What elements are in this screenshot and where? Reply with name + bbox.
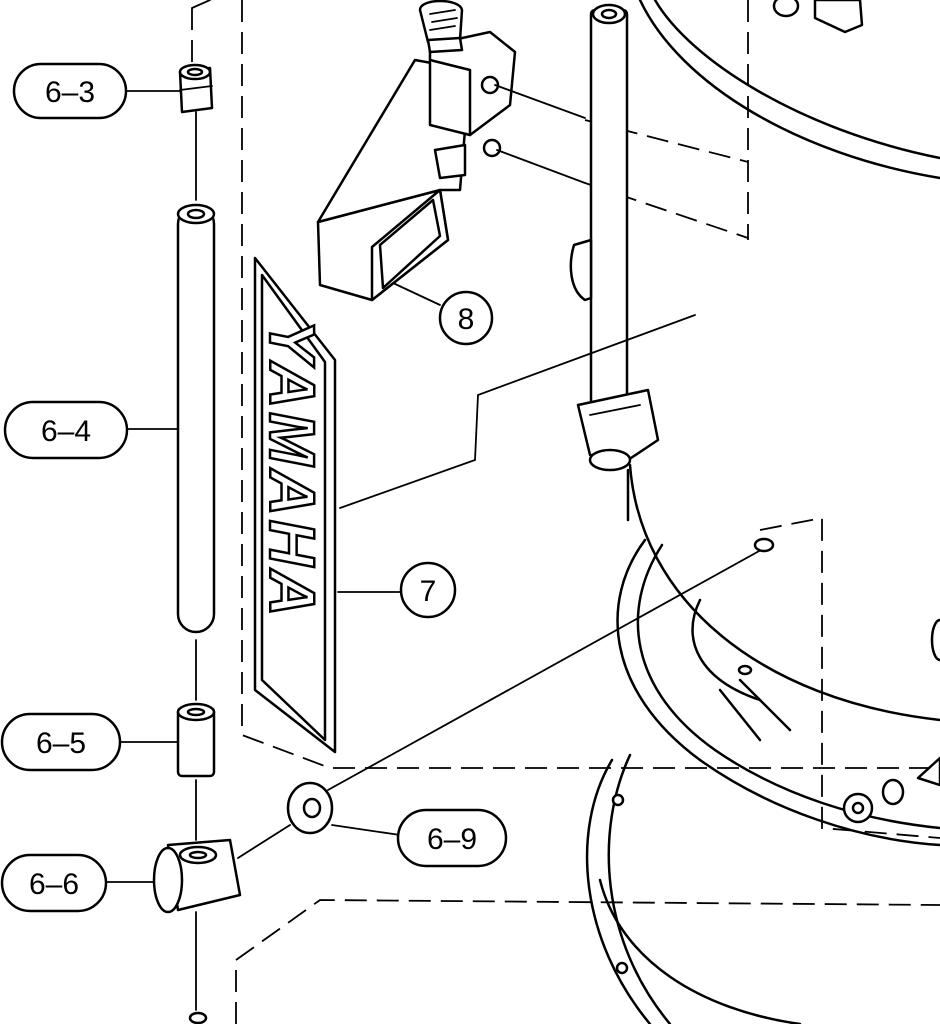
callout-label: 6–3 xyxy=(45,76,95,109)
callout-6-5: 6–5 xyxy=(0,712,122,772)
callout-label: 6–9 xyxy=(427,823,477,856)
callout-6-6: 6–6 xyxy=(0,853,108,913)
callout-label: 6–4 xyxy=(41,415,91,448)
callout-8: 8 xyxy=(438,290,494,346)
badge-part-7: YAMAHA xyxy=(253,256,696,754)
callout-label: 6–5 xyxy=(36,727,86,760)
callout-6-4: 6–4 xyxy=(3,400,129,460)
cross-block-part-6-6 xyxy=(103,824,291,1024)
badge-brand-text: YAMAHA xyxy=(256,320,328,620)
callout-6-9: 6–9 xyxy=(396,808,508,868)
sleeve-part-6-5 xyxy=(119,702,216,841)
assembly-guide-lines xyxy=(191,0,940,1024)
callout-7: 7 xyxy=(399,561,457,619)
callout-label: 7 xyxy=(420,575,437,608)
rod-part-6-4 xyxy=(127,203,216,701)
callout-label: 8 xyxy=(458,303,475,336)
callout-6-3: 6–3 xyxy=(12,62,128,120)
callout-label: 6–6 xyxy=(29,868,79,901)
nut-part-6-3 xyxy=(125,63,214,201)
drum-shell xyxy=(585,0,940,1024)
mount-post xyxy=(569,3,660,472)
holder-bracket-part-8 xyxy=(316,0,586,306)
washer-part-6-9 xyxy=(286,537,775,836)
